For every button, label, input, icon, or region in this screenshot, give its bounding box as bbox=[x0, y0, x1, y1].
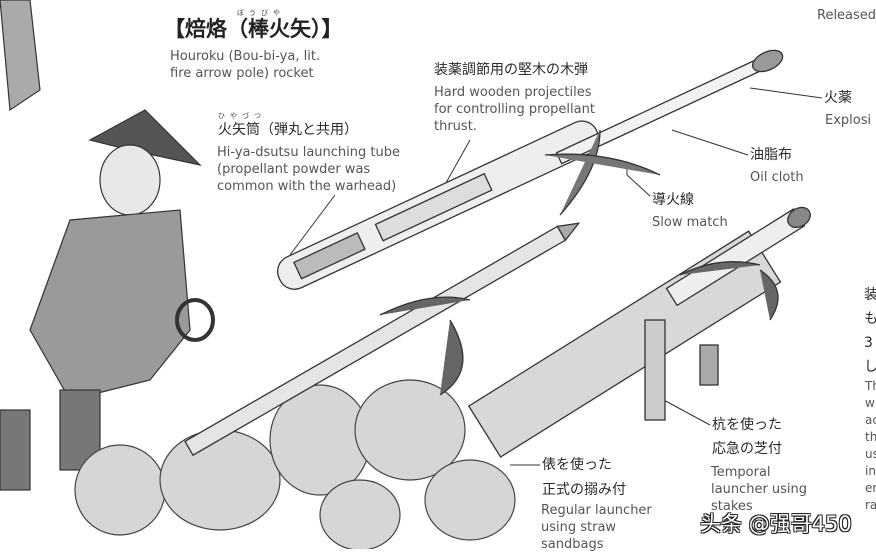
oil-cloth-label-en: Oil cloth bbox=[750, 170, 804, 185]
tube-label-en-2: (propellant powder was bbox=[217, 162, 371, 177]
stakes-label-jp-2: 応急の芝付 bbox=[712, 441, 782, 457]
released-label: Released bbox=[817, 8, 876, 23]
upper-rocket-cutaway bbox=[277, 49, 784, 290]
title-ruby: ぼうびや bbox=[237, 9, 285, 17]
middle-rocket bbox=[184, 222, 581, 457]
tube-label-en-1: Hi-ya-dsutsu launching tube bbox=[217, 145, 400, 160]
sandbags-label-jp-1: 俵を使った bbox=[542, 457, 612, 473]
stakes-label-en-3: stakes bbox=[711, 499, 753, 514]
page-title: 【焙烙（棒火矢）】 bbox=[164, 17, 343, 41]
stakes-label-en-2: launcher using bbox=[711, 482, 808, 497]
soldier-figure bbox=[0, 0, 215, 491]
watermark: 头条 @强哥450 bbox=[700, 512, 852, 536]
title-english-1: Houroku (Bou-bi-ya, lit. bbox=[170, 49, 321, 64]
projectiles-label-en-2: for controlling propellant bbox=[434, 102, 595, 117]
slow-match-label-en: Slow match bbox=[652, 215, 728, 230]
right-en-8: ra bbox=[865, 498, 876, 512]
right-jp-4: し bbox=[864, 359, 876, 375]
projectiles-label-jp: 装薬調節用の堅木の木弾 bbox=[434, 62, 588, 78]
right-en-1: Th bbox=[865, 379, 876, 393]
sandbags-label-en-2: using straw bbox=[541, 520, 617, 535]
tube-label-jp: 火矢筒（弾丸と共用） bbox=[218, 122, 358, 138]
right-en-4: th bbox=[865, 430, 876, 444]
projectiles-label-en-1: Hard wooden projectiles bbox=[434, 85, 592, 100]
title-english-2: fire arrow pole) rocket bbox=[170, 66, 314, 81]
tube-label-en-3: common with the warhead) bbox=[217, 179, 397, 194]
projectiles-label-en-3: thrust. bbox=[434, 119, 477, 134]
right-en-3: ac bbox=[865, 413, 876, 427]
stakes-label-jp-1: 杭を使った bbox=[712, 417, 782, 433]
explosive-label-jp: 火薬 bbox=[824, 90, 852, 106]
oil-cloth-label-jp: 油脂布 bbox=[750, 147, 792, 163]
right-jp-3: 3 bbox=[864, 335, 873, 351]
explosive-label-en: Explosi bbox=[825, 113, 872, 128]
right-en-6: in bbox=[865, 464, 876, 478]
leader-lines bbox=[289, 87, 823, 466]
right-en-5: us bbox=[865, 447, 876, 461]
slow-match-label-jp: 導火線 bbox=[652, 192, 694, 208]
right-jp-2: も bbox=[864, 311, 876, 327]
sandbags-label-en-3: sandbags bbox=[541, 537, 604, 552]
sandbags-label-en-1: Regular launcher bbox=[541, 503, 652, 518]
lower-rocket-stakes bbox=[467, 206, 811, 458]
sandbags-label-jp-2: 正式の搦み付 bbox=[542, 482, 626, 498]
stakes-label-en-1: Temporal bbox=[711, 465, 771, 480]
right-jp-1: 装 bbox=[864, 287, 876, 303]
right-en-2: w bbox=[865, 396, 875, 410]
tube-ruby: ひやづつ bbox=[218, 112, 266, 120]
right-en-7: er bbox=[865, 481, 876, 495]
sandbags bbox=[74, 379, 516, 549]
